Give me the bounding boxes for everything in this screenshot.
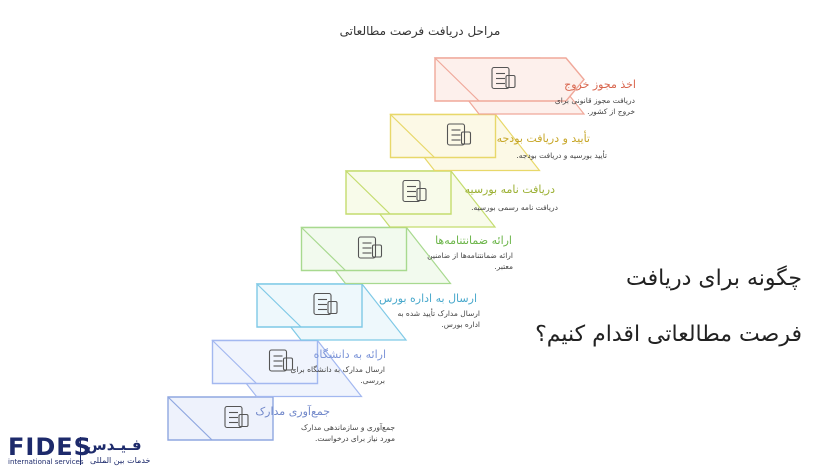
step-1-title: جمع‌آوری مدارک — [255, 405, 330, 418]
step-5-desc: دریافت نامه رسمی بورسیه. — [471, 203, 558, 212]
step-2 — [211, 339, 363, 398]
contract-icon — [357, 236, 383, 259]
logo-brand-fa-sub: خدمات بین المللی — [90, 456, 151, 465]
step-2-title: ارائه به دانشگاه — [313, 348, 386, 361]
step-1 — [167, 396, 274, 441]
letter-icon — [402, 179, 427, 203]
step-4 — [300, 226, 452, 285]
step-5-box — [345, 170, 452, 215]
step-4-box — [300, 226, 408, 272]
funds-icon — [446, 123, 472, 146]
step-1-box — [167, 396, 274, 441]
step-6-box — [389, 113, 497, 159]
step-1-desc: جمع‌آوری و سازماندهی مدارک مورد نیاز برا… — [300, 423, 395, 443]
submit-icon — [268, 349, 294, 372]
step-7-fold — [434, 57, 480, 102]
logo-brand-fa: فـیـدس — [86, 436, 142, 454]
step-3-box — [256, 283, 363, 328]
step-6-title: تأیید و دریافت بودجه — [496, 132, 590, 145]
step-1-fold — [167, 396, 213, 441]
step-5-fold — [345, 170, 391, 215]
step-4-title: ارائه ضمانتنامه‌ها — [435, 234, 512, 247]
office-desk-icon — [313, 292, 338, 316]
headline-line-2: فرصت مطالعاتی اقدام کنیم؟ — [535, 322, 802, 347]
logo-divider — [80, 437, 81, 465]
step-5-title: دریافت نامه بورسیه — [464, 183, 555, 196]
step-7-title: اخذ مجوز خروج — [564, 78, 636, 91]
step-7-desc: دریافت مجوز قانونی برای خروج از کشور. — [554, 96, 635, 116]
step-5 — [344, 170, 497, 228]
top-title: مراحل دریافت فرصت مطالعاتی — [339, 24, 501, 38]
logo-brand-en: FIDES — [8, 433, 92, 461]
step-2-box — [211, 339, 319, 385]
step-3-title: ارسال به اداره بورس — [379, 292, 477, 305]
step-2-fold — [212, 340, 257, 384]
step-4-desc: ارائه ضمانتنامه‌ها از ضامنین معتبر. — [427, 251, 513, 271]
step-3-desc: ارسال مدارک تأیید شده به اداره بورس. — [397, 309, 480, 329]
step-7 — [433, 57, 586, 115]
step-4-fold — [301, 227, 346, 271]
step-6-desc: تأیید بورسیه و دریافت بودجه. — [516, 151, 607, 160]
headline-line-1: چگونه برای دریافت — [626, 266, 802, 291]
step-2-desc: ارسال مدارک به دانشگاه برای بررسی. — [290, 365, 385, 385]
documents-icon — [224, 405, 249, 429]
logo-brand-en-sub: international services — [8, 458, 84, 466]
passport-icon — [491, 66, 516, 90]
step-6 — [389, 113, 541, 172]
step-3-fold — [256, 283, 302, 328]
step-3 — [255, 283, 408, 341]
step-6-fold — [390, 114, 435, 158]
